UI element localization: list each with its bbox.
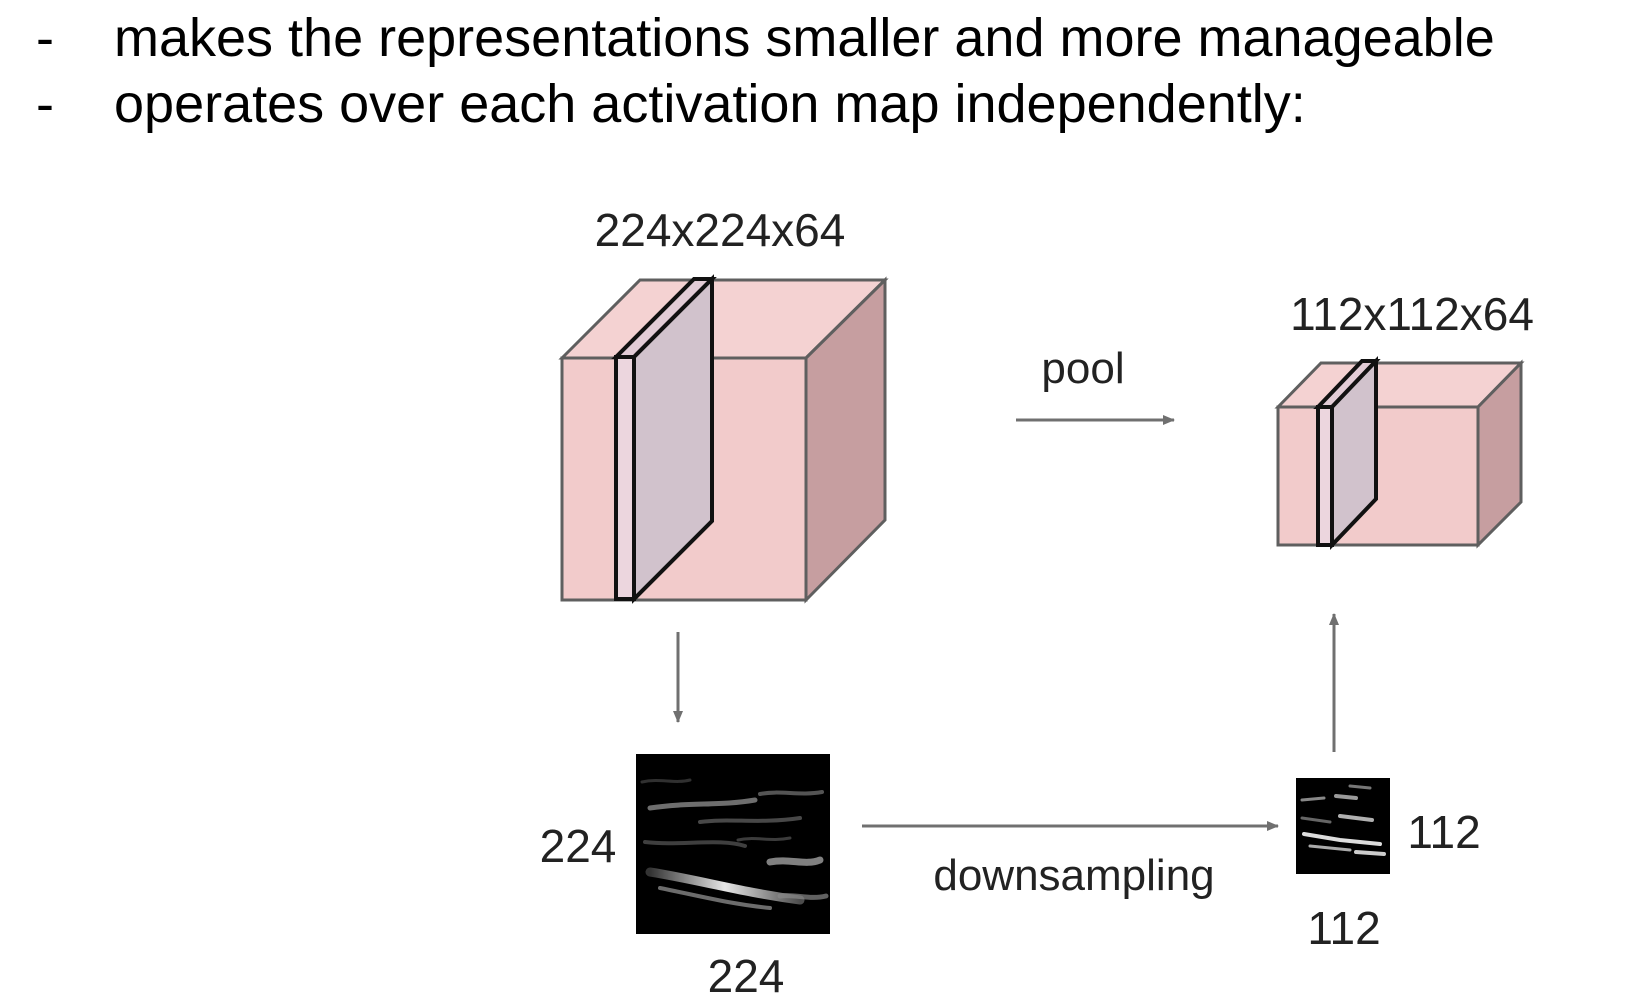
input-activation-slice bbox=[611, 274, 717, 604]
input-map-width-label: 224 bbox=[708, 950, 785, 1002]
bullet-item: - operates over each activation map inde… bbox=[30, 72, 1630, 136]
bullet-text: operates over each activation map indepe… bbox=[114, 74, 1306, 134]
input-activation-map-image bbox=[636, 754, 830, 934]
input-volume-label: 224x224x64 bbox=[595, 204, 846, 256]
bullet-item: - makes the representations smaller and … bbox=[30, 6, 1630, 70]
output-map-width-label: 112 bbox=[1307, 902, 1380, 954]
output-volume bbox=[1274, 356, 1525, 550]
bullet-text: makes the representations smaller and mo… bbox=[114, 8, 1495, 68]
input-map-height-label: 224 bbox=[540, 820, 617, 872]
output-activation-map-image bbox=[1296, 778, 1390, 874]
pool-label: pool bbox=[1041, 344, 1124, 393]
output-map-height-label: 112 bbox=[1407, 806, 1480, 858]
bullet-marker: - bbox=[36, 74, 54, 134]
input-volume bbox=[558, 274, 889, 604]
bullet-list: - makes the representations smaller and … bbox=[30, 0, 1630, 150]
output-volume-label: 112x112x64 bbox=[1290, 288, 1534, 340]
downsampling-label: downsampling bbox=[933, 851, 1214, 900]
bullet-marker: - bbox=[36, 8, 54, 68]
output-activation-slice bbox=[1313, 356, 1381, 550]
